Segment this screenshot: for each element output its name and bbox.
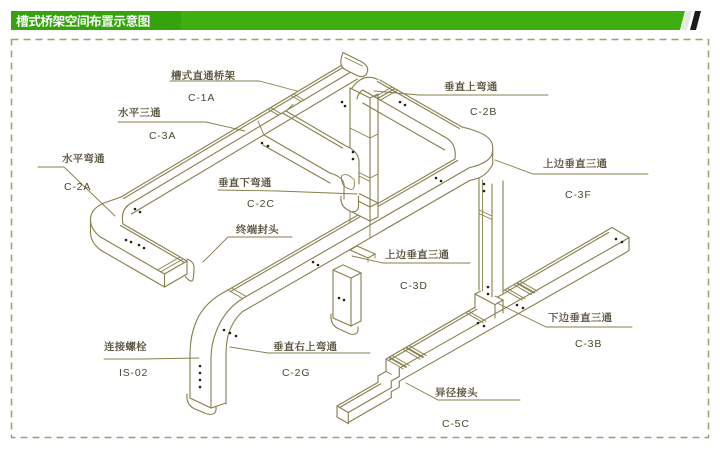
svg-text:C-3A: C-3A [149,130,176,142]
svg-text:C-3F: C-3F [565,189,592,201]
svg-text:IS-02: IS-02 [119,367,148,379]
svg-text:C-3B: C-3B [575,338,602,350]
svg-text:C-2B: C-2B [470,106,497,118]
svg-text:C-3D: C-3D [400,280,428,292]
svg-text:C-2A: C-2A [64,181,91,193]
svg-text:C-2C: C-2C [247,198,275,210]
svg-text:C-2G: C-2G [282,367,310,379]
svg-text:C-1A: C-1A [188,92,215,104]
svg-text:C-5C: C-5C [442,418,470,430]
